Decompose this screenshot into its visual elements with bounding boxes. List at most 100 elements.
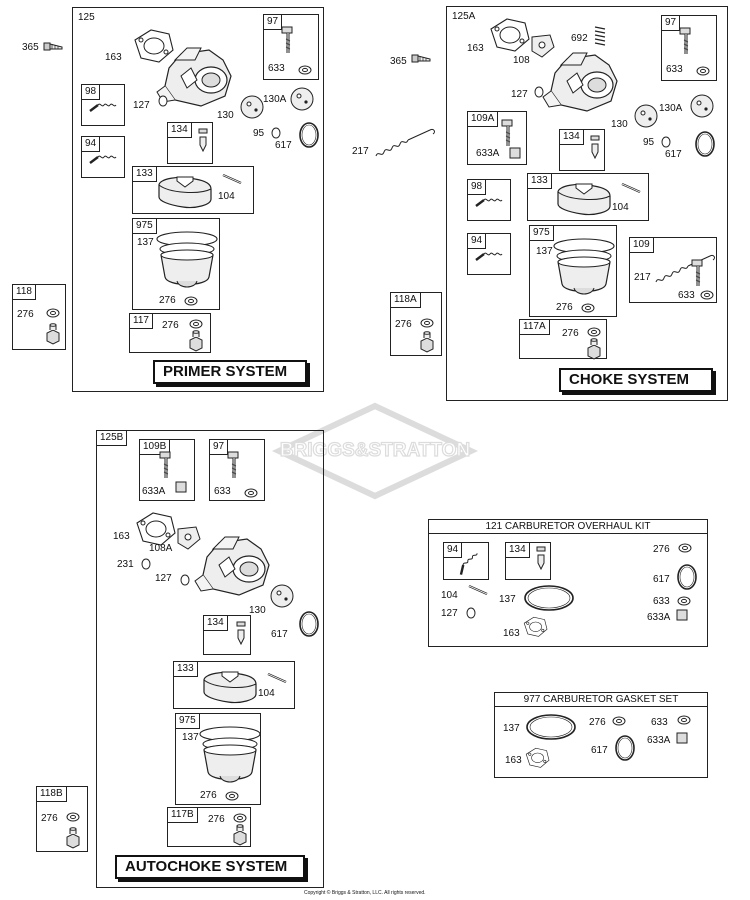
kit-spring-box-94: 94 [443, 542, 489, 580]
choke-box-118a-sub: 276 [395, 319, 412, 330]
autochoke-plate-130 [270, 584, 294, 608]
autochoke-inlet-needle [236, 621, 246, 645]
primer-system-title: PRIMER SYSTEM [153, 360, 307, 384]
autochoke-system-panel: 125B 109B 633A 97 633 163 108A 231 127 1… [96, 430, 324, 888]
autochoke-jet-washer-label: 633 [214, 486, 231, 497]
choke-box-109-number: 109 [630, 238, 654, 253]
kit-gasket-163 [523, 616, 548, 637]
autochoke-box-134-number: 134 [204, 616, 228, 631]
primer-label-137: 137 [137, 237, 154, 248]
autochoke-assembly-number: 125B [97, 431, 128, 446]
primer-screw-label: 365 [22, 42, 39, 53]
choke-box-117a-number: 117A [520, 320, 550, 335]
kit-oring-617 [677, 564, 697, 590]
gasket-set-label-633a: 633A [647, 735, 671, 746]
autochoke-nut-washer [233, 813, 247, 823]
choke-box-94-number: 94 [468, 234, 487, 249]
primer-nut-box-118: 118 276 [12, 284, 66, 350]
primer-system-panel: 125 163 97 633 98 127 130 130A 134 95 61… [72, 7, 324, 392]
choke-118a-washer [420, 318, 434, 328]
choke-box-134-number: 134 [560, 130, 584, 145]
choke-jet-washer [696, 66, 710, 76]
primer-main-jet [280, 25, 294, 55]
autochoke-jet-box-number: 97 [210, 440, 229, 455]
primer-label-130a: 130A [263, 94, 287, 105]
choke-spring-box-98: 98 [467, 179, 511, 221]
primer-washer-276 [184, 296, 198, 306]
autochoke-main-jet [226, 450, 240, 480]
gasket-set-washer-276 [612, 716, 626, 726]
primer-plate-130a [290, 87, 314, 111]
autochoke-system-title: AUTOCHOKE SYSTEM [115, 855, 305, 879]
primer-jet-washer [298, 65, 312, 75]
overhaul-kit-panel: 121 CARBURETOR OVERHAUL KIT 94 134 104 1… [428, 519, 708, 647]
choke-118a-nut [420, 331, 434, 353]
choke-screw-label: 365 [390, 56, 407, 67]
choke-box-109: 109 217 633 [629, 237, 717, 303]
choke-idle-screw-94 [474, 251, 504, 262]
kit-label-633a: 633A [647, 612, 671, 623]
primer-cap-127 [158, 95, 168, 107]
overhaul-kit-title: 121 CARBURETOR OVERHAUL KIT [429, 520, 707, 534]
choke-label-130a: 130A [659, 103, 683, 114]
choke-pin-104 [620, 182, 642, 194]
choke-label-130: 130 [611, 119, 628, 130]
kit-label-104: 104 [441, 590, 458, 601]
gasket-set-label-633: 633 [651, 717, 668, 728]
primer-label-276: 276 [159, 295, 176, 306]
choke-gasket [490, 18, 530, 52]
choke-nut-box-117a: 117A 276 [519, 319, 607, 360]
primer-118-washer [46, 308, 60, 318]
choke-label-692: 692 [571, 33, 588, 44]
autochoke-carburetor-body [194, 536, 270, 596]
autochoke-gasket-label: 163 [113, 531, 130, 542]
kit-cap-127 [466, 607, 476, 619]
choke-cap-95 [661, 136, 671, 148]
choke-system-title: CHOKE SYSTEM [559, 368, 713, 392]
kit-label-617: 617 [653, 574, 670, 585]
autochoke-box-118b-sub: 276 [41, 813, 58, 824]
autochoke-nut-box-117b: 117B 276 [167, 807, 251, 847]
choke-float [557, 183, 611, 216]
choke-long-spring [375, 128, 435, 157]
kit-box-94-number: 94 [444, 543, 463, 558]
primer-118-nut [46, 323, 60, 345]
primer-bowl-nut [189, 330, 203, 352]
choke-box-133-number: 133 [528, 174, 552, 189]
autochoke-label-137: 137 [182, 732, 199, 743]
choke-jet-box: 97 633 [661, 15, 717, 81]
primer-box-133-number: 133 [133, 167, 157, 182]
kit-pin-104 [467, 584, 489, 596]
autochoke-box-118b-number: 118B [37, 787, 67, 802]
primer-carburetor-body [156, 47, 232, 107]
autochoke-box-109b-sub: 633A [142, 486, 166, 497]
kit-nut-633a [676, 609, 688, 621]
primer-gasket-label: 163 [105, 52, 122, 63]
choke-bowl-nut [587, 338, 601, 360]
autochoke-118b-nut [66, 827, 80, 849]
gasket-set-label-617: 617 [591, 745, 608, 756]
choke-carburetor-body [542, 52, 618, 112]
choke-system-panel: 125A 163 108 692 97 633 127 109A 633A 13… [446, 6, 728, 401]
primer-box-118-sub: 276 [17, 309, 34, 320]
primer-jet-box-number: 97 [264, 15, 283, 30]
choke-box-109a-sub: 633A [476, 148, 500, 159]
kit-label-137: 137 [499, 594, 516, 605]
autochoke-label-104: 104 [258, 688, 275, 699]
primer-jet-washer-label: 633 [268, 63, 285, 74]
gasket-set-label-163: 163 [505, 755, 522, 766]
autochoke-oring-617 [299, 611, 319, 637]
primer-box-975-number: 975 [133, 219, 157, 234]
gasket-set-title: 977 CARBURETOR GASKET SET [495, 693, 707, 707]
choke-box-98-number: 98 [468, 180, 487, 195]
primer-label-95: 95 [253, 128, 265, 139]
gasket-set-label-137: 137 [503, 723, 520, 734]
choke-109-jet [690, 258, 704, 288]
primer-inlet-needle [198, 128, 208, 152]
primer-box-118-number: 118 [13, 285, 36, 300]
autochoke-bowl-nut [233, 824, 247, 846]
primer-nut-washer [189, 319, 203, 329]
kit-washer-633 [677, 596, 691, 606]
primer-label-617: 617 [275, 140, 292, 151]
kit-washer-276 [678, 543, 692, 553]
